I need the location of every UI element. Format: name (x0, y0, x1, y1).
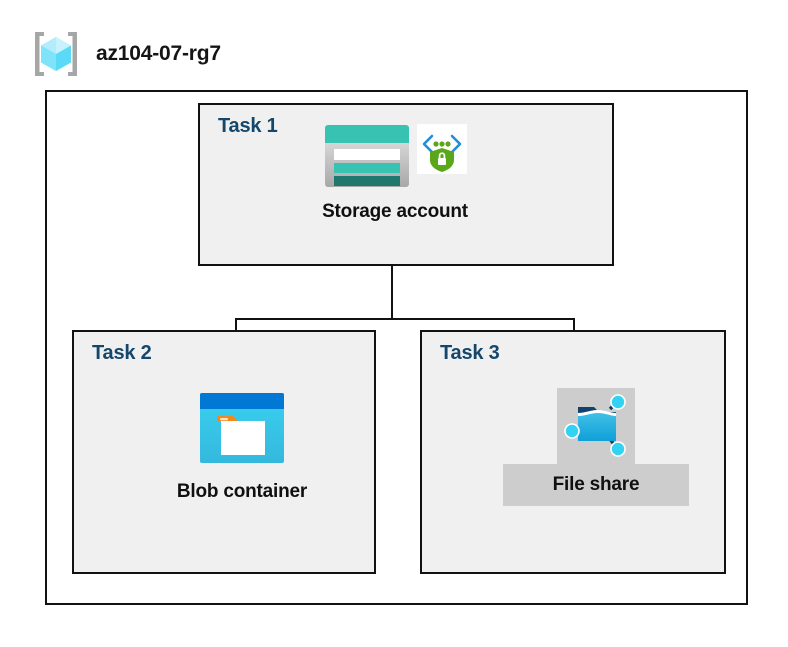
connector-storage-to-bus (391, 266, 393, 319)
resource-group-name: az104-07-rg7 (96, 42, 221, 65)
storage-account-caption: Storage account (322, 201, 468, 222)
resource-group-cube-icon (30, 28, 82, 80)
blob-container-caption: Blob container (176, 481, 308, 502)
file-share-caption-highlight: File share (503, 464, 689, 506)
storage-account-node[interactable]: Storage account (290, 124, 500, 223)
file-share-icon (560, 391, 632, 461)
task-3-box: Task 3 (420, 330, 726, 574)
task-1-label: Task 1 (218, 115, 278, 137)
file-share-node[interactable]: File share (500, 388, 692, 506)
resource-group-header: az104-07-rg7 (30, 26, 350, 82)
task-2-label: Task 2 (92, 342, 152, 364)
connector-horizontal-bus (235, 318, 575, 320)
storage-account-icon (324, 124, 410, 188)
file-share-caption: File share (552, 474, 640, 495)
blob-container-icon (199, 392, 285, 464)
storage-icon-row (324, 124, 467, 192)
task-3-label: Task 3 (440, 342, 500, 364)
security-shield-lock-icon (416, 124, 467, 174)
blob-container-node[interactable]: Blob container (150, 392, 334, 503)
file-share-icon-highlight (557, 388, 635, 464)
